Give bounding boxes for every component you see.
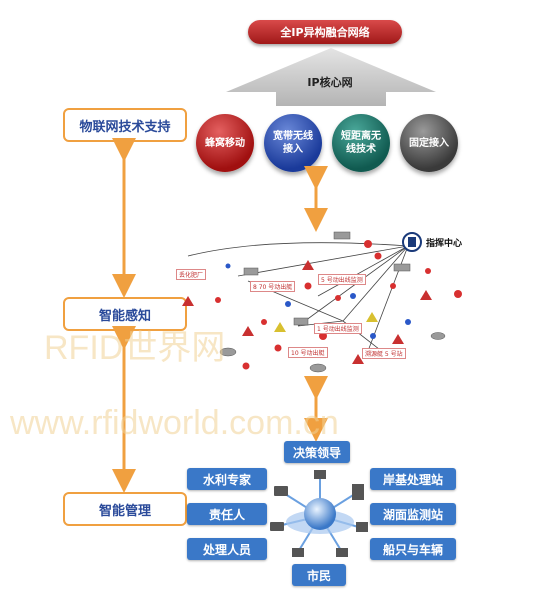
access-circle-cellular: 蜂窝移动 [196,114,254,172]
box-citizens: 市民 [292,564,346,586]
sensing-label: 5 号动出线监测 [318,274,366,285]
sensing-label: 8 70 号动出艇 [250,281,296,292]
box-iot-tech-support: 物联网技术支持 [63,108,187,142]
access-circle-short-range: 短距离无线技术 [332,114,390,172]
sensing-network-map [182,231,462,373]
box-handling-staff: 处理人员 [187,538,267,560]
command-center-label: 指挥中心 [426,239,463,249]
access-circle-label: 宽带无线接入 [273,131,313,155]
box-water-expert: 水利专家 [187,468,267,490]
sensing-label: 丢化肥厂 [176,269,207,280]
box-decision-leaders: 决策领导 [284,441,350,463]
central-network-hub [270,470,368,557]
access-circle-label: 蜂窝移动 [205,137,245,149]
watermark-rfid: RFID世界网 [44,329,226,367]
box-shore-station: 岸基处理站 [370,468,456,490]
network-title-banner: 全IP异构融合网络 [248,20,402,44]
access-circle-fixed: 固定接入 [400,114,458,172]
sensing-label: 1 号动出线监测 [314,323,362,334]
access-circle-broadband-wireless: 宽带无线接入 [264,114,322,172]
watermark-url: www.rfidworld.com.cn [10,404,339,442]
core-network-label: IP核心网 [307,76,353,89]
core-network-arrow [226,48,436,106]
box-smart-management: 智能管理 [63,492,187,526]
box-vessels-vehicles: 船只与车辆 [370,538,456,560]
box-lake-monitoring: 湖面监测站 [370,503,456,525]
sensing-label: 10 号动出艇 [288,347,328,358]
globe-icon [304,498,336,530]
sensing-label: 溯源艇 5 号站 [362,348,406,359]
access-circle-label: 固定接入 [409,137,449,149]
box-smart-sensing: 智能感知 [63,297,187,331]
box-responsible-person: 责任人 [187,503,267,525]
access-circle-label: 短距离无线技术 [341,131,381,155]
